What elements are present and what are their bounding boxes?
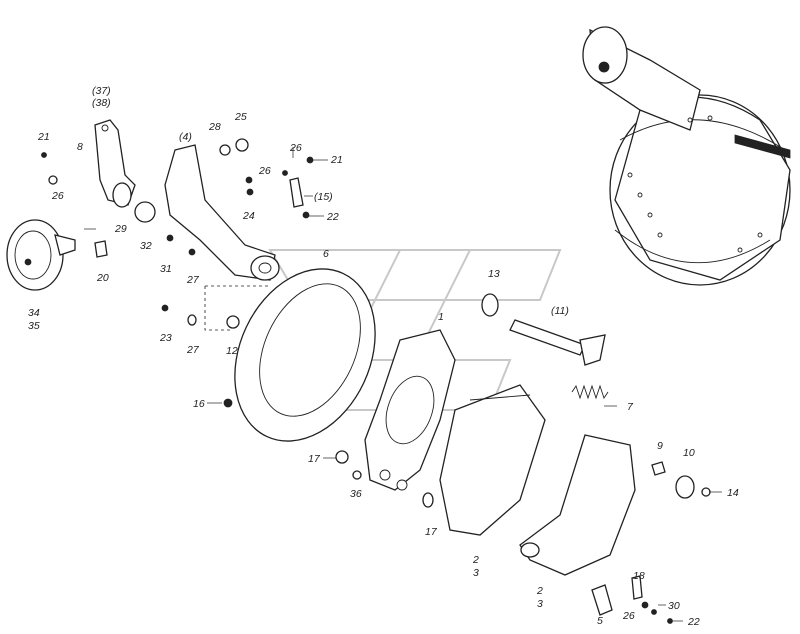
roller-axle <box>651 461 695 499</box>
brake-shoe-lining-1 <box>439 384 546 536</box>
label-18: 18 <box>633 570 645 582</box>
label-21: 21 <box>37 131 50 143</box>
label-26c: 26 <box>289 142 302 154</box>
part-labels: (37) (38) 21 8 26 29 32 20 34 35 (4) 28 … <box>28 85 739 628</box>
leader-lines <box>84 147 722 622</box>
label-32: 32 <box>140 240 152 252</box>
label-7: 7 <box>627 401 634 413</box>
label-11: (11) <box>551 305 569 317</box>
label-21b: 21 <box>330 154 343 166</box>
brake-spider <box>364 329 456 491</box>
label-29: 29 <box>114 223 127 235</box>
camshaft <box>509 319 606 366</box>
label-17b: 17 <box>425 526 438 538</box>
label-8: 8 <box>77 141 83 153</box>
label-10: 10 <box>683 447 695 459</box>
label-4: (4) <box>179 131 192 143</box>
anchor-pin <box>591 584 613 616</box>
label-26d: 26 <box>622 610 635 622</box>
label-12: 12 <box>226 345 238 357</box>
label-36: 36 <box>350 488 362 500</box>
label-2: 2 <box>472 554 479 566</box>
label-15: (15) <box>314 191 333 203</box>
label-26b: 26 <box>258 165 271 177</box>
label-3: 3 <box>473 567 479 579</box>
label-2b: 2 <box>536 585 543 597</box>
label-5: 5 <box>597 615 603 627</box>
label-27: 27 <box>186 274 200 286</box>
small-hardware <box>41 138 711 624</box>
label-17: 17 <box>308 453 321 465</box>
label-6: 6 <box>323 248 329 260</box>
label-31: 31 <box>160 263 172 275</box>
label-25: 25 <box>234 111 247 123</box>
label-16: 16 <box>193 398 205 410</box>
dust-shield <box>234 268 376 442</box>
brake-shoe-lining-2 <box>519 434 636 576</box>
label-14: 14 <box>727 487 739 499</box>
label-24: 24 <box>242 210 255 222</box>
label-20: 20 <box>96 272 109 284</box>
label-27b: 27 <box>186 344 200 356</box>
brake-chamber <box>6 219 76 291</box>
shoe-lining-holes <box>627 115 763 253</box>
camshaft-bracket <box>164 144 280 281</box>
label-22: 22 <box>326 211 339 223</box>
label-38: (38) <box>92 97 111 109</box>
label-30: 30 <box>668 600 680 612</box>
label-1: 1 <box>438 311 444 323</box>
return-spring <box>571 384 609 400</box>
label-23: 23 <box>159 332 172 344</box>
label-34: 34 <box>28 307 40 319</box>
label-35: 35 <box>28 320 40 332</box>
label-26: 26 <box>51 190 64 202</box>
label-28: 28 <box>208 121 221 133</box>
seal-ring <box>481 293 499 317</box>
label-13: 13 <box>488 268 500 280</box>
label-22b: 22 <box>687 616 700 628</box>
label-9: 9 <box>657 440 663 452</box>
slack-adjuster <box>94 119 136 208</box>
label-37: (37) <box>92 85 111 97</box>
label-3b: 3 <box>537 598 543 610</box>
assembled-brake-unit <box>582 26 791 286</box>
